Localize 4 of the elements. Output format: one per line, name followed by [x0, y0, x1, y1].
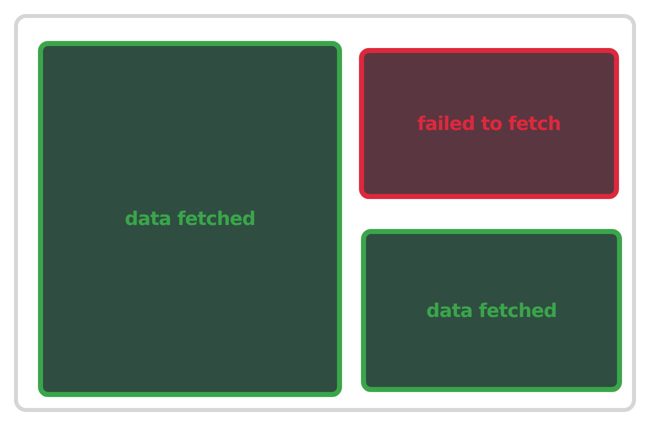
container-box — [14, 14, 636, 412]
status-panel: failed to fetch — [359, 48, 619, 199]
status-panel: data fetched — [361, 229, 622, 392]
status-panel: data fetched — [38, 41, 342, 397]
